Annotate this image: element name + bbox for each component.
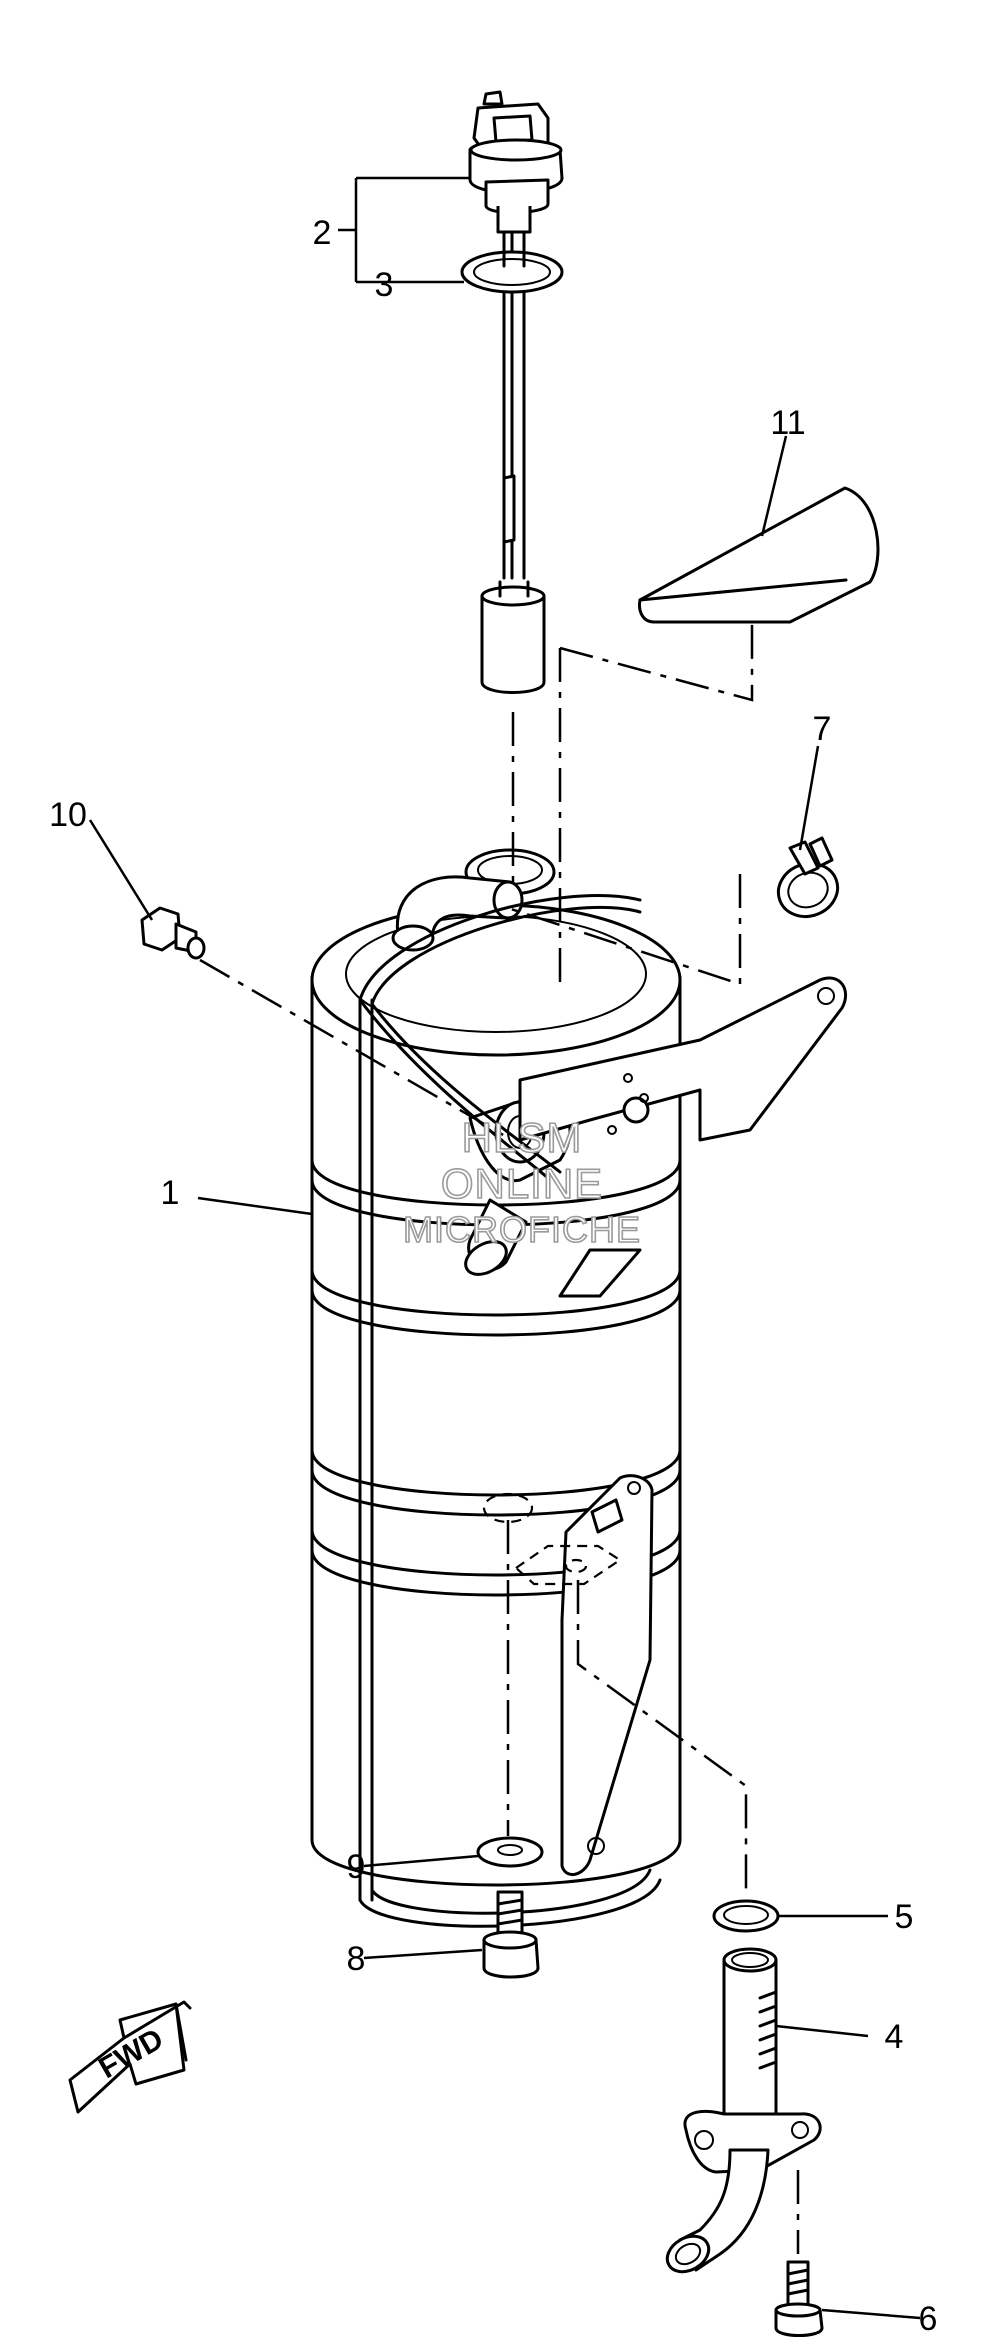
- part-7-hose-clamp[interactable]: [771, 836, 845, 925]
- callout-8: 8: [347, 1940, 366, 1978]
- callout-9: 9: [347, 1848, 366, 1886]
- part-2-sensor[interactable]: [468, 90, 564, 694]
- part-1-canister[interactable]: [310, 848, 848, 1928]
- watermark-line-1: HLSM: [462, 1114, 583, 1161]
- part-10-bolt[interactable]: [140, 906, 206, 960]
- part-11-cover[interactable]: [638, 486, 880, 624]
- part-6-bolt[interactable]: [774, 2260, 824, 2337]
- callout-4: 4: [885, 2018, 904, 2056]
- callout-5: 5: [895, 1898, 914, 1936]
- watermark: HLSM ONLINE MICROFICHE: [402, 1113, 641, 1251]
- callout-7: 7: [813, 710, 832, 748]
- part-9-washer[interactable]: [476, 1836, 544, 1868]
- watermark-line-3: MICROFICHE: [403, 1209, 641, 1250]
- fwd-arrow-icon: FWD: [68, 2000, 192, 2114]
- callout-3: 3: [375, 266, 394, 304]
- callout-1: 1: [161, 1174, 180, 1212]
- part-8-bolt[interactable]: [482, 1890, 540, 1979]
- assembly-lines: [199, 620, 800, 2254]
- leader-lines: [88, 176, 921, 2320]
- callout-10: 10: [49, 796, 87, 834]
- part-4-pipe[interactable]: [661, 1947, 822, 2279]
- part-5-o-ring[interactable]: [712, 1899, 780, 1933]
- part-3-o-ring[interactable]: [460, 250, 564, 294]
- callout-11: 11: [770, 404, 805, 442]
- callout-2: 2: [313, 214, 332, 252]
- watermark-line-2: ONLINE: [441, 1160, 603, 1207]
- callout-labels: 1 2 3 4 5 6 7 8 9 10 11: [49, 214, 937, 2338]
- callout-6: 6: [919, 2300, 938, 2338]
